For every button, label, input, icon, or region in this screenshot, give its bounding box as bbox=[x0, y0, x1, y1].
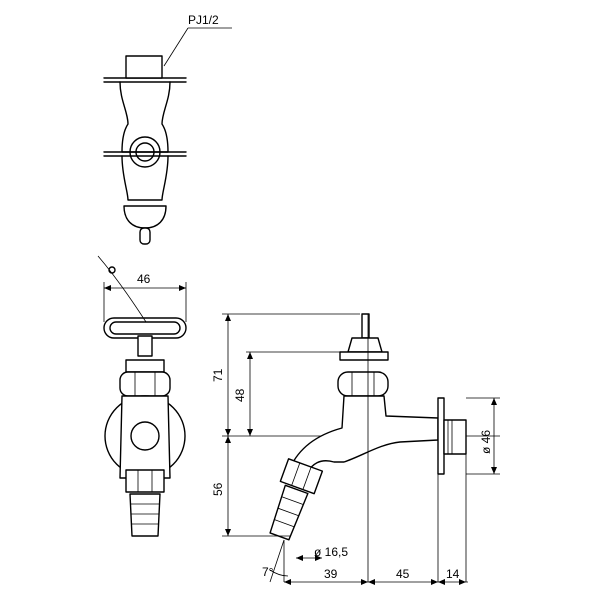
side-bonnet-top bbox=[347, 337, 383, 353]
hex-bonnet bbox=[119, 371, 171, 397]
hex-nut-inner bbox=[135, 142, 155, 162]
top-body-outline bbox=[119, 81, 171, 153]
hex-nut-outer bbox=[129, 136, 161, 168]
arrow-run-45-start bbox=[368, 579, 375, 585]
side-hose-barb bbox=[269, 484, 309, 541]
front-view: 46 bbox=[97, 255, 187, 537]
thread-nipple bbox=[125, 55, 163, 79]
arrow-dia16-right bbox=[315, 555, 322, 561]
dim-run-14: 14 bbox=[446, 567, 460, 581]
side-hex-bonnet bbox=[337, 371, 389, 397]
arrow-56-bottom bbox=[225, 529, 231, 536]
arrow-56-top bbox=[225, 436, 231, 443]
side-nut-facet-2 bbox=[302, 466, 312, 490]
arrow-48-bottom bbox=[247, 429, 253, 436]
arrow-71-top bbox=[225, 314, 231, 321]
dim-angle-7: 7° bbox=[262, 565, 274, 579]
angle-ref-line bbox=[269, 539, 285, 583]
angle-arc bbox=[269, 569, 289, 577]
key-chain bbox=[97, 255, 147, 323]
hose-nut-front bbox=[125, 469, 165, 493]
arrow-run-start bbox=[284, 579, 291, 585]
thread-leader-line bbox=[163, 27, 189, 67]
arrow-run-14-start bbox=[438, 579, 445, 585]
arrow-dia46-top bbox=[491, 398, 497, 405]
tee-handle-inner bbox=[109, 321, 181, 335]
arrow-run-14-end bbox=[459, 579, 466, 585]
arrow-71-bottom bbox=[225, 429, 231, 436]
arrow-run-45-end bbox=[431, 579, 438, 585]
front-port bbox=[130, 421, 160, 451]
side-barb-ring-1 bbox=[282, 496, 303, 505]
dim-height-56: 56 bbox=[211, 482, 225, 496]
side-hose-assembly bbox=[269, 458, 324, 541]
wall-flange-side bbox=[437, 397, 445, 475]
bonnet-top bbox=[125, 359, 165, 373]
top-view: PJ1/2 bbox=[103, 13, 232, 245]
dim-run-45: 45 bbox=[396, 567, 410, 581]
hose-barb-front bbox=[129, 493, 161, 537]
dim-height-71: 71 bbox=[211, 368, 225, 382]
spout-cap bbox=[123, 205, 167, 229]
front-body bbox=[119, 395, 171, 479]
side-barb-ring-2 bbox=[277, 507, 299, 517]
handle-stem bbox=[137, 335, 153, 357]
side-bonnet-collar bbox=[339, 351, 389, 361]
side-view: 71 48 56 ø 46 bbox=[211, 313, 500, 585]
dim-diameter-46: ø 46 bbox=[479, 430, 493, 454]
dim-handle-width: 46 bbox=[137, 272, 151, 286]
dim-height-48: 48 bbox=[233, 388, 247, 402]
arrow-left bbox=[104, 285, 111, 291]
side-nut-facet-1 bbox=[291, 462, 301, 486]
arrow-run-39-end bbox=[361, 579, 368, 585]
thread-label: PJ1/2 bbox=[188, 13, 219, 27]
dim-run-39: 39 bbox=[324, 567, 338, 581]
arrow-48-top bbox=[247, 352, 253, 359]
arrow-dia46-bottom bbox=[491, 467, 497, 474]
side-body-spout bbox=[289, 395, 439, 475]
arrow-dia16-left bbox=[296, 555, 303, 561]
side-hose-nut bbox=[279, 458, 324, 495]
wall-thread-side bbox=[443, 419, 467, 455]
side-barb-ring-3 bbox=[274, 519, 294, 528]
chain-link bbox=[108, 266, 116, 274]
dim-diameter-16-5: ø 16,5 bbox=[314, 545, 348, 559]
spout-tip bbox=[139, 227, 151, 245]
arrow-right bbox=[179, 285, 186, 291]
top-lower-body bbox=[121, 155, 169, 201]
